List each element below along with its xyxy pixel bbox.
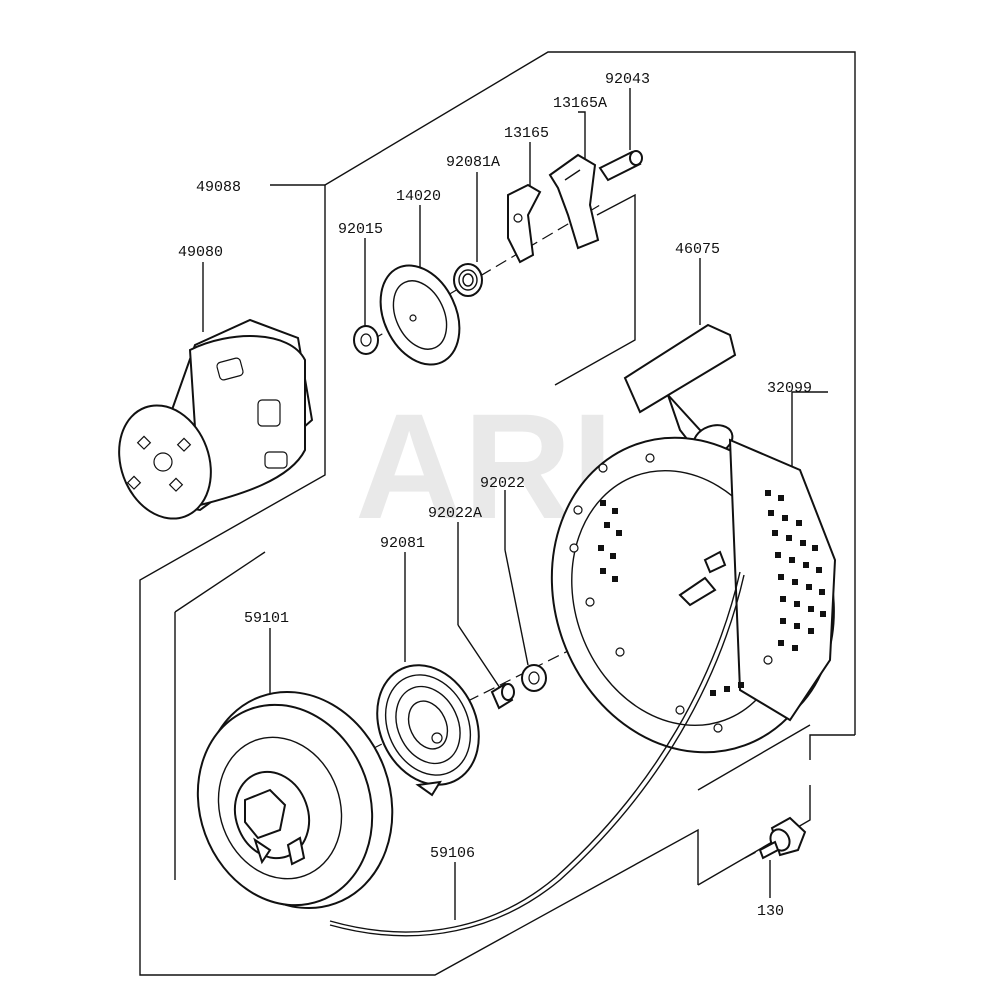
reel-drawing: [196, 690, 394, 910]
label-recoil-assembly: 49088: [196, 179, 241, 196]
bolt-drawing: [758, 816, 807, 860]
label-plate: 14020: [396, 188, 441, 205]
nut-drawing: [353, 325, 379, 355]
label-reel: 59101: [244, 610, 289, 627]
label-spiral-spring: 92081: [380, 535, 425, 552]
rope-drawing: [329, 571, 745, 937]
label-nut: 92015: [338, 221, 383, 238]
label-ratchet-a: 13165A: [553, 95, 607, 112]
spiral-spring-drawing: [376, 664, 480, 797]
label-spring-ratchet: 92081A: [446, 154, 500, 171]
case-drawing: [550, 436, 837, 754]
label-handle: 46075: [675, 241, 720, 258]
label-pin: 92043: [605, 71, 650, 88]
label-rope: 59106: [430, 845, 475, 862]
label-ratchet: 13165: [504, 125, 549, 142]
ratchet-a-drawing: [548, 153, 600, 250]
spring-drawing: [453, 263, 483, 297]
pin-drawing: [598, 150, 643, 182]
label-collar: 92022: [480, 475, 525, 492]
leader-lines: [202, 88, 828, 920]
label-collar-a: 92022A: [428, 505, 482, 522]
part-labels: 49088 49080 92015 14020 92081A 13165 131…: [178, 71, 812, 920]
pulley-cup-drawing: [118, 318, 314, 520]
assembly-frame: [139, 51, 856, 976]
label-pulley-cup: 49080: [178, 244, 223, 261]
label-bolt: 130: [757, 903, 784, 920]
collar-a-drawing: [490, 682, 515, 710]
plate-drawing: [379, 264, 461, 366]
ratchet-drawing: [507, 183, 542, 264]
label-case: 32099: [767, 380, 812, 397]
collar-drawing: [521, 664, 547, 692]
